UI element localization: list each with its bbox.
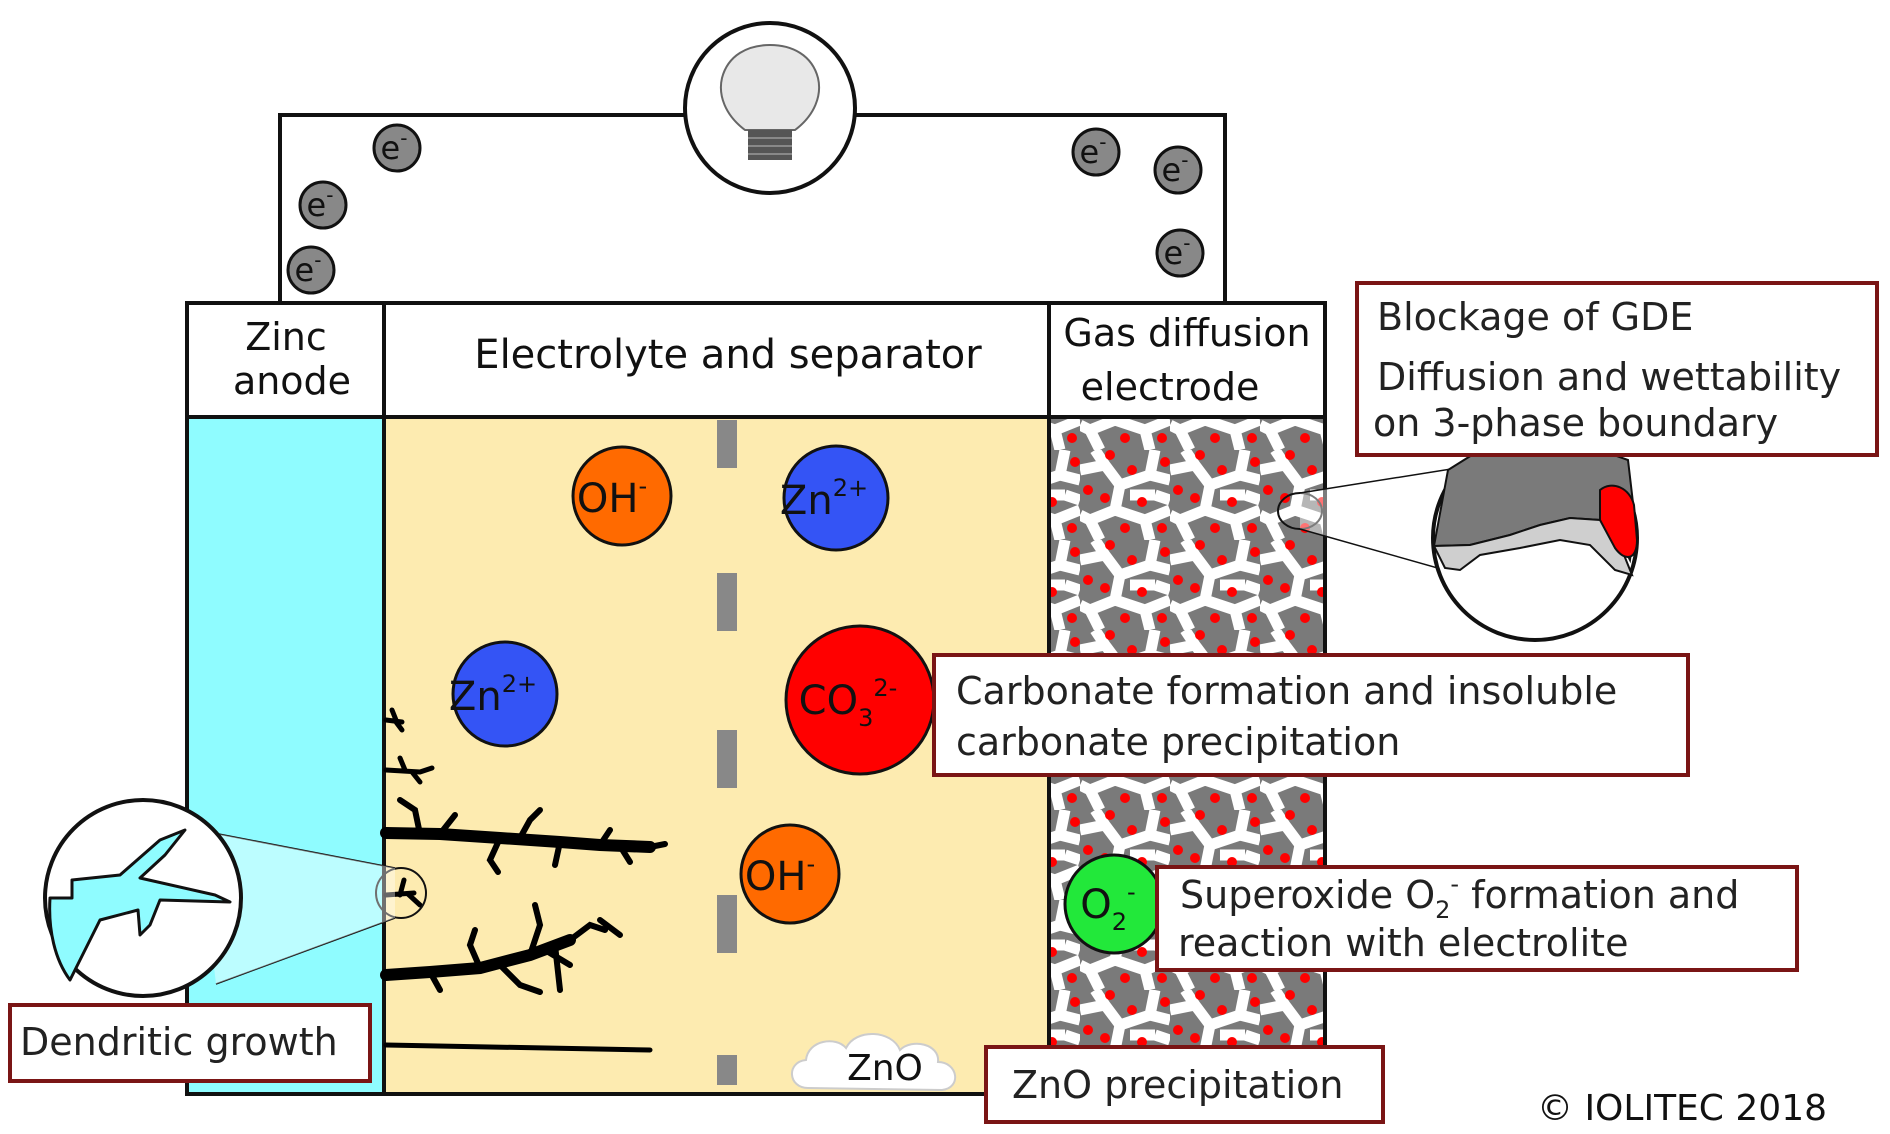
svg-text:Zn2+: Zn2+ xyxy=(449,670,537,720)
dendrite-zoom-circle xyxy=(43,798,243,998)
superoxide-ion: O2- xyxy=(1063,853,1165,955)
svg-text:Carbonate formation and insolu: Carbonate formation and insoluble xyxy=(956,669,1617,713)
zinc-ion-left: Zn2+ xyxy=(449,640,559,748)
svg-text:O2-: O2- xyxy=(1080,878,1135,936)
carbonate-ion: CO32- xyxy=(784,624,936,776)
three-phase-zoom-circle xyxy=(1431,434,1639,642)
svg-text:e-: e- xyxy=(1162,148,1189,189)
copyright: © IOLITEC 2018 xyxy=(1537,1088,1827,1129)
electron-icon: e- xyxy=(1071,127,1121,177)
zinc-dendrites xyxy=(380,707,668,1053)
svg-text:CO32-: CO32- xyxy=(799,674,898,732)
svg-text:Blockage of GDE: Blockage of GDE xyxy=(1377,295,1693,339)
separator-dashed-line xyxy=(717,420,737,1085)
svg-text:e-: e- xyxy=(1080,130,1107,171)
electron-icon: e- xyxy=(372,123,422,173)
electron-icon: e- xyxy=(298,180,348,230)
svg-text:Diffusion and wettability: Diffusion and wettability xyxy=(1377,355,1841,399)
svg-text:OH-: OH- xyxy=(577,472,647,522)
zno-cloud: ZnO xyxy=(791,1033,957,1092)
svg-text:OH-: OH- xyxy=(745,850,815,900)
svg-text:Zn2+: Zn2+ xyxy=(780,474,868,524)
anode-header-line1: Zinc xyxy=(245,315,327,359)
electrolyte-header: Electrolyte and separator xyxy=(474,332,982,378)
svg-text:e-: e- xyxy=(1164,231,1191,272)
gde-header-line2: electrode xyxy=(1081,365,1260,409)
light-bulb-icon xyxy=(683,21,857,195)
svg-text:carbonate precipitation: carbonate precipitation xyxy=(956,720,1400,764)
zinc-ion-top: Zn2+ xyxy=(780,444,890,552)
svg-text:e-: e- xyxy=(295,248,322,289)
dendrite-zoom-target xyxy=(375,867,427,919)
callout-dendritic-growth: Dendritic growth xyxy=(8,1003,372,1083)
gde-header-line1: Gas diffusion xyxy=(1063,311,1310,355)
svg-text:e-: e- xyxy=(381,126,408,167)
svg-text:e-: e- xyxy=(307,183,334,224)
electron-icon: e- xyxy=(1153,145,1203,195)
svg-text:Dendritic growth: Dendritic growth xyxy=(20,1020,338,1064)
callout-gde-blockage: Blockage of GDE Diffusion and wettabilit… xyxy=(1355,281,1879,457)
zinc-anode-region xyxy=(189,417,384,1092)
callout-superoxide: Superoxide O2- formation and reaction wi… xyxy=(1155,865,1799,972)
hydroxide-ion-bottom: OH- xyxy=(739,823,841,925)
svg-text:ZnO: ZnO xyxy=(847,1048,923,1089)
svg-text:reaction with electrolite: reaction with electrolite xyxy=(1178,921,1628,965)
svg-text:ZnO precipitation: ZnO precipitation xyxy=(1012,1063,1344,1107)
hydroxide-ion-top: OH- xyxy=(571,445,673,547)
callout-zno-precipitation: ZnO precipitation xyxy=(984,1045,1385,1124)
callout-carbonate: Carbonate formation and insoluble carbon… xyxy=(932,653,1690,777)
electron-icon: e- xyxy=(1155,228,1205,278)
anode-header-line2: anode xyxy=(233,359,351,403)
svg-text:on 3-phase boundary: on 3-phase boundary xyxy=(1373,401,1778,445)
svg-text:Superoxide O2- formation and: Superoxide O2- formation and xyxy=(1180,870,1739,924)
electron-icon: e- xyxy=(286,245,336,295)
